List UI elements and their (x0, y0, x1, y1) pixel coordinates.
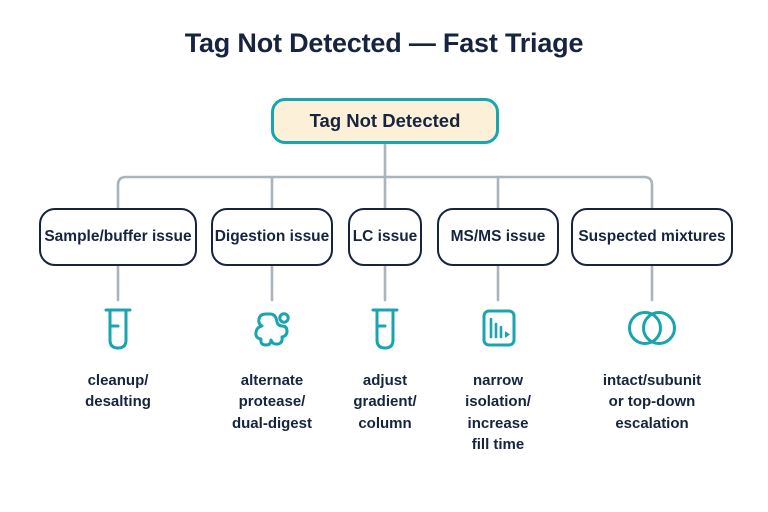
test-tube-icon (93, 303, 143, 353)
venn-circles-icon (624, 303, 680, 353)
branch-label: Suspected mixtures (578, 227, 726, 245)
page-title: Tag Not Detected — Fast Triage (184, 28, 584, 58)
spectrum-icon (473, 303, 523, 353)
test-tube-icon (360, 303, 410, 353)
branch-box-sample-buffer[interactable]: Sample/buffer issue (39, 208, 197, 266)
branch-label: MS/MS issue (450, 227, 546, 245)
branch-box-msms[interactable]: MS/MS issue (437, 208, 559, 266)
caption-msms: narrow isolation/ increase fill time (465, 372, 531, 453)
branch-label: Sample/buffer issue (44, 227, 192, 245)
caption-suspected-mixtures: intact/subunit or top-down escalation (602, 372, 702, 432)
branch-box-lc[interactable]: LC issue (348, 208, 422, 266)
protein-blob-icon (247, 303, 297, 353)
branch-box-digestion[interactable]: Digestion issue (211, 208, 333, 266)
branch-label: LC issue (352, 227, 418, 245)
branch-label: Digestion issue (214, 227, 330, 245)
caption-lc: adjust gradient/ column (353, 372, 417, 432)
caption-digestion: alternate protease/ dual-digest (231, 372, 312, 432)
root-node[interactable]: Tag Not Detected (271, 98, 499, 144)
caption-sample-buffer: cleanup/ desalting (85, 372, 151, 411)
root-node-label: Tag Not Detected (309, 110, 461, 131)
branch-box-suspected-mixtures[interactable]: Suspected mixtures (571, 208, 733, 266)
